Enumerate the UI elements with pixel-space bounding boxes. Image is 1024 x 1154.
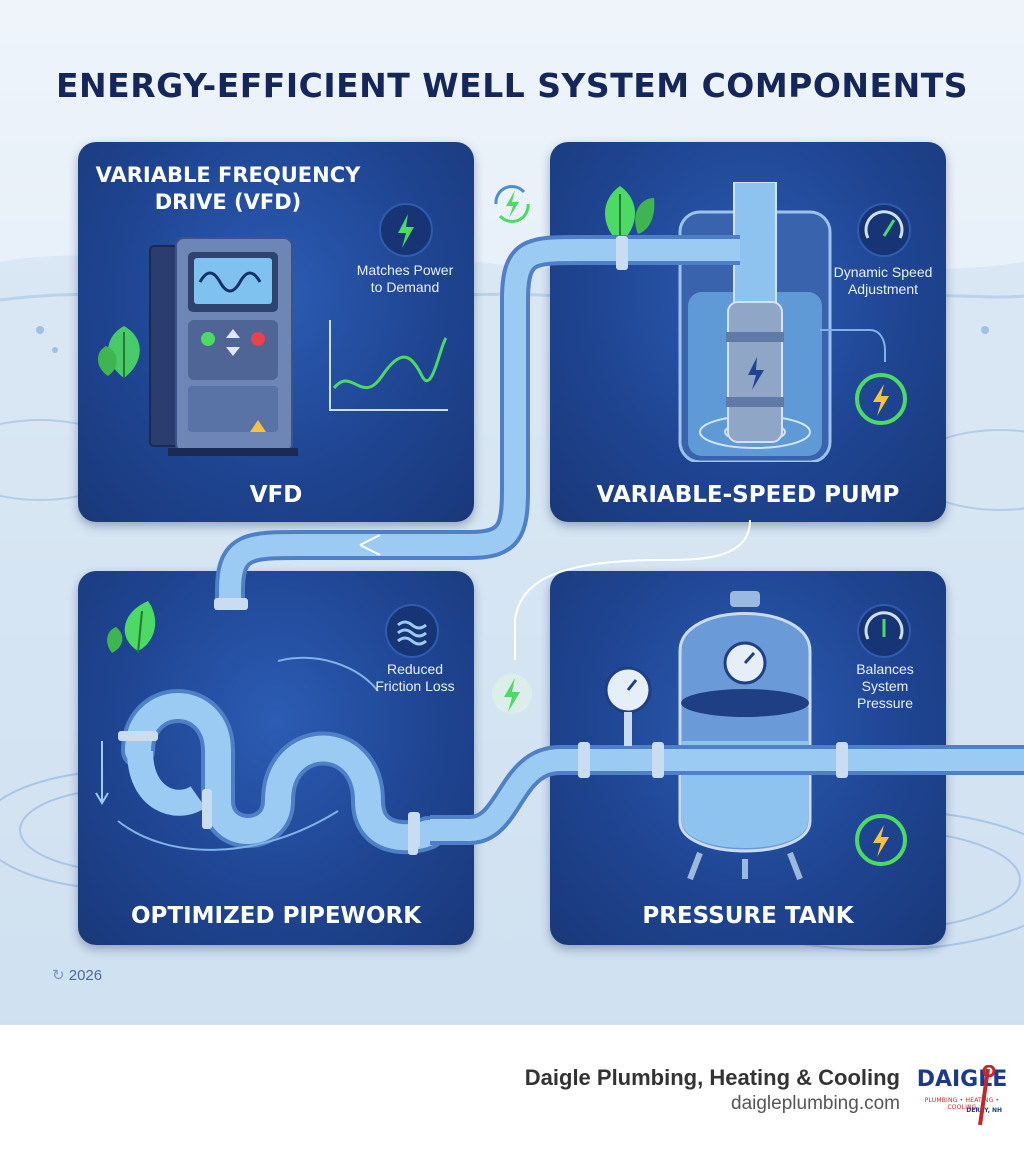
tank-feature-line2: System [861, 678, 909, 694]
company-logo: DAIGLE PLUMBING • HEATING • COOLING DERR… [916, 1065, 1008, 1129]
pressure-tank-illustration [678, 591, 812, 881]
efficiency-chart-illustration [329, 320, 448, 411]
company-website[interactable]: daigleplumbing.com [731, 1093, 900, 1114]
infographic-canvas: ENERGY-EFFICIENT WELL SYSTEM COMPONENTS … [0, 0, 1024, 1025]
pipework-panel: Reduced Friction Loss OPTIMIZED PIPEWORK [78, 571, 474, 945]
logo-location: DERRY, NH [966, 1107, 1002, 1114]
vfd-title-line1: VARIABLE FREQUENCY [95, 163, 361, 187]
vfd-feature-line1: Matches Power [356, 262, 454, 278]
pressure-gauge-icon [857, 604, 911, 658]
logo-tagline: PLUMBING • HEATING • COOLING [924, 1097, 1000, 1111]
logo-wordmark: DAIGLE [916, 1067, 1008, 1092]
well-pump-illustration [678, 182, 832, 462]
vfd-panel-title: VARIABLE FREQUENCY DRIVE (VFD) [78, 162, 378, 216]
pump-feature: Dynamic Speed Adjustment [818, 264, 948, 298]
pump-feature-line2: Adjustment [847, 281, 919, 297]
energy-bolt-icon [855, 814, 907, 866]
vfd-title-line2: DRIVE (VFD) [154, 190, 302, 214]
recycle-energy-icon [494, 185, 530, 223]
company-name: Daigle Plumbing, Heating & Cooling [524, 1065, 900, 1090]
pump-label: VARIABLE-SPEED PUMP [596, 482, 900, 508]
vfd-device-illustration [149, 237, 298, 456]
pipework-feature-line1: Reduced [386, 661, 444, 677]
leaf-icon [107, 601, 156, 654]
speedometer-icon [857, 203, 911, 257]
pipework-feature-line2: Friction Loss [375, 678, 455, 694]
pipework-illustration [95, 656, 445, 855]
leaf-icon [97, 326, 140, 378]
airflow-icon [385, 604, 439, 658]
pipework-feature: Reduced Friction Loss [350, 661, 480, 695]
pump-panel: Dynamic Speed Adjustment VARIABLE-SPEED … [550, 142, 946, 522]
leaf-icon [605, 186, 655, 246]
tank-panel: Balances System Pressure PRESSURE TANK [550, 571, 946, 945]
copyright-icon: ↻ [52, 967, 65, 984]
pump-feature-line1: Dynamic Speed [833, 264, 933, 280]
tank-feature: Balances System Pressure [820, 661, 950, 712]
wrench-icon [978, 1065, 996, 1126]
lightning-icon [379, 203, 433, 257]
energy-bolt-icon [855, 373, 907, 425]
vfd-feature-line2: to Demand [370, 279, 440, 295]
pipework-label: OPTIMIZED PIPEWORK [130, 903, 422, 929]
tank-feature-line1: Balances [856, 661, 914, 677]
lightning-icon [492, 674, 532, 714]
footer: Daigle Plumbing, Heating & Cooling daigl… [0, 1025, 1024, 1154]
copyright-year: 2026 [68, 967, 103, 984]
tank-feature-line3: Pressure [856, 695, 914, 711]
page-title: ENERGY-EFFICIENT WELL SYSTEM COMPONENTS [56, 66, 968, 105]
vfd-panel: VARIABLE FREQUENCY DRIVE (VFD) Matches P… [78, 142, 474, 522]
vfd-label: VFD [249, 482, 303, 508]
copyright-note: ↻ 2026 [52, 966, 102, 984]
tank-label: PRESSURE TANK [642, 903, 854, 929]
vfd-feature: Matches Power to Demand [340, 262, 470, 296]
